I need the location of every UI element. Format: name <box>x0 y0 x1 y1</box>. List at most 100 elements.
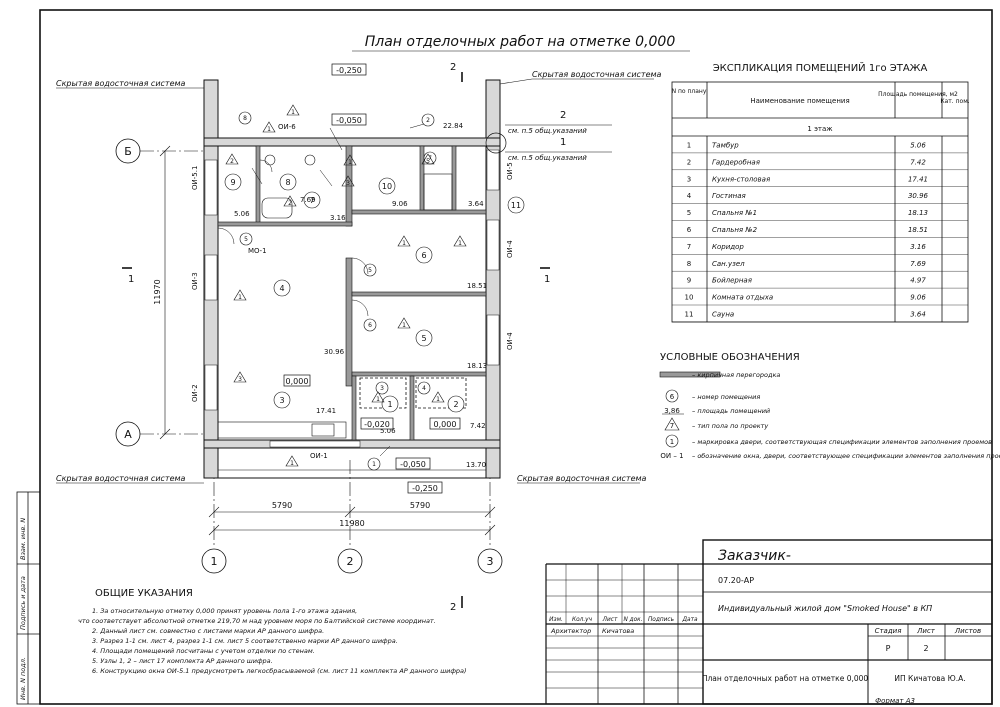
area-6: 18.51 <box>467 282 487 290</box>
svg-text:1: 1 <box>402 240 406 247</box>
area-1: 5.06 <box>380 427 396 435</box>
level-kitchen: 0,000 <box>286 377 309 386</box>
sheet-header: Лист <box>916 627 936 635</box>
side-stamp <box>16 491 41 705</box>
level-porch: -0,050 <box>400 460 426 469</box>
dim-span-1: 5790 <box>272 501 292 510</box>
ex-row-no: 10 <box>685 294 694 302</box>
axis-3: 3 <box>487 555 494 568</box>
room-number-symbol <box>665 389 679 403</box>
project-name: Индивидуальный жилой дом "Smoked House" … <box>718 604 932 613</box>
section-1-left: 1 <box>128 274 134 285</box>
ex-row-name: Спальня №2 <box>712 226 758 234</box>
svg-text:4: 4 <box>422 385 426 392</box>
ex-row-area: 4.97 <box>910 277 926 285</box>
ex-row-name: Коридор <box>712 243 744 251</box>
dim-total-height: 11970 <box>153 279 162 304</box>
legend-symbol: ОИ – 1 <box>660 452 683 460</box>
svg-text:1: 1 <box>238 294 242 301</box>
ex-row-area: 18.13 <box>908 209 928 217</box>
ex-row-no: 11 <box>685 311 694 319</box>
door-mark-symbol <box>665 434 679 448</box>
sheet-value: 2 <box>923 644 928 653</box>
ex-row-no: 4 <box>687 192 692 200</box>
ex-row-area: 7.69 <box>910 260 926 268</box>
sheet-frame <box>39 9 993 705</box>
window-oi1: ОИ-1 <box>310 452 328 460</box>
legend-text: – номер помещения <box>692 393 760 401</box>
note-line: 2. Данный лист см. совместно с листами м… <box>92 627 324 635</box>
window-oi5: ОИ-5 <box>506 162 514 180</box>
svg-text:4: 4 <box>279 284 284 293</box>
area-7: 3.16 <box>330 214 346 222</box>
ex-row-no: 5 <box>687 209 691 217</box>
col-cat-header: Кат. пом. <box>940 98 969 105</box>
legend-text: – маркировка двери, соответствующая спец… <box>692 438 992 446</box>
svg-text:5: 5 <box>421 334 426 343</box>
svg-text:8: 8 <box>285 178 290 187</box>
explication-title: ЭКСПЛИКАЦИЯ ПОМЕЩЕНИЙ 1го ЭТАЖА <box>713 61 928 74</box>
svg-text:3: 3 <box>238 376 242 383</box>
ex-row-name: Гардеробная <box>712 158 760 166</box>
drain-label-tl: Скрытая водосточная система <box>56 79 186 88</box>
node-ref-2: см. п.5 общ.указаний <box>508 127 587 135</box>
ex-row-no: 3 <box>687 175 691 183</box>
svg-text:3: 3 <box>279 396 284 405</box>
svg-text:1: 1 <box>290 460 294 467</box>
stage-value: Р <box>886 644 891 653</box>
note-line: что соответствует абсолютной отметке 219… <box>78 617 436 625</box>
ex-row-name: Сауна <box>712 311 734 319</box>
legend: УСЛОВНЫЕ ОБОЗНАЧЕНИЯ – кирпичная перегор… <box>659 352 1000 460</box>
ex-row-area: 5.06 <box>910 142 926 150</box>
architect-name: Кичатова <box>602 627 634 635</box>
project-code: 07.20-АР <box>718 576 754 585</box>
svg-text:10: 10 <box>382 182 392 191</box>
drain-label-br: Скрытая водосточная система <box>517 474 647 483</box>
legend-symbol: 6 <box>670 393 675 401</box>
col-no-header: N по плану <box>672 88 707 95</box>
svg-text:9: 9 <box>230 178 235 187</box>
col-name-header: Наименование помещения <box>750 97 849 105</box>
title-block <box>545 539 993 705</box>
svg-text:1: 1 <box>458 240 462 247</box>
svg-text:1: 1 <box>376 396 380 403</box>
axis-a: А <box>124 428 132 441</box>
general-notes: ОБЩИЕ УКАЗАНИЯ 1. За относительную отмет… <box>78 588 467 675</box>
area-4: 30.96 <box>324 348 345 356</box>
ex-row-no: 9 <box>687 277 691 285</box>
side-stamp-sign: Подпись и дата <box>19 576 27 630</box>
side-stamp-inventory: Инв. N подл. <box>19 657 27 700</box>
customer-field: Заказчик- <box>718 548 791 564</box>
legend-symbol: 1 <box>670 438 674 446</box>
svg-text:1: 1 <box>348 159 352 166</box>
level-top: -0,250 <box>336 66 362 75</box>
svg-text:6: 6 <box>421 251 426 260</box>
stamp-col-header: Дата <box>681 617 697 623</box>
ex-row-name: Комната отдыха <box>712 294 773 302</box>
window-oi2: ОИ-2 <box>191 384 199 402</box>
axis-1: 1 <box>211 555 218 568</box>
drain-label-tr: Скрытая водосточная система <box>532 70 662 79</box>
axis-b: Б <box>124 145 132 158</box>
area-12: 22.84 <box>443 122 464 130</box>
svg-text:1: 1 <box>267 126 271 133</box>
section-2-bottom: 2 <box>450 602 456 613</box>
window-oi51: ОИ-5.1 <box>191 166 199 190</box>
brick-partition-symbol <box>659 371 721 378</box>
svg-text:3: 3 <box>346 180 350 187</box>
svg-text:7: 7 <box>309 196 314 205</box>
ex-row-area: 9.06 <box>910 294 926 302</box>
svg-text:1: 1 <box>436 396 440 403</box>
ex-row-name: Сан.узел <box>712 260 745 268</box>
stamp-col-header: Кол.уч <box>572 617 593 623</box>
note-line: 3. Разрез 1-1 см. лист 4, разрез 1-1 см.… <box>92 637 398 645</box>
area-5: 18.13 <box>467 362 487 370</box>
section-2-top: 2 <box>450 62 456 73</box>
ex-row-no: 2 <box>687 158 691 166</box>
floor-plan <box>140 79 525 548</box>
node-ref-1: см. п.5 общ.указаний <box>508 154 587 162</box>
legend-text: – кирпичная перегородка <box>692 371 780 379</box>
side-stamp-replace: Взам. инв. N <box>19 518 27 560</box>
level-bottom: -0,250 <box>412 484 438 493</box>
node-mark-1: 1 <box>560 137 566 148</box>
